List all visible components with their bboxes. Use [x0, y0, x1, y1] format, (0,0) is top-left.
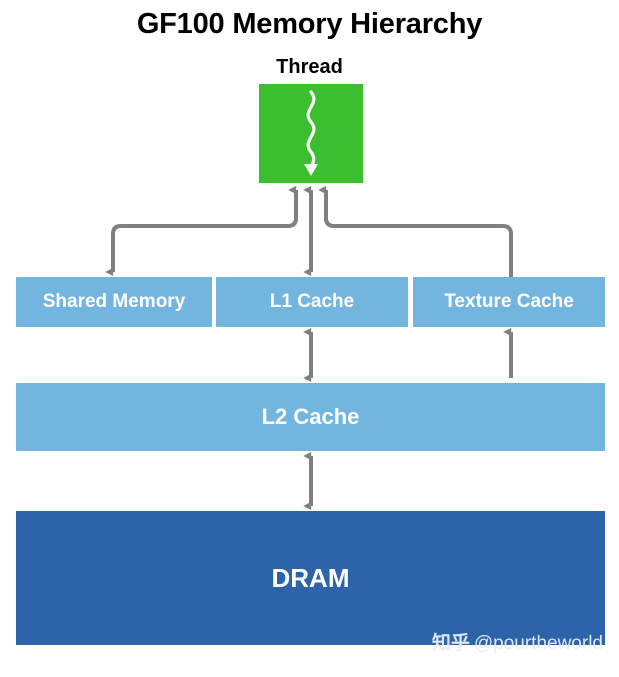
watermark-site: 知乎 — [431, 632, 470, 654]
squiggly-arrow-down-icon — [304, 90, 318, 176]
node-texture-cache-label: Texture Cache — [444, 291, 574, 312]
watermark: 知乎@pourtheworld — [432, 628, 603, 655]
edge-shared-to-thread — [105, 185, 298, 277]
node-l2-cache[interactable]: L2 Cache — [16, 383, 605, 451]
node-dram[interactable]: DRAM — [16, 511, 605, 645]
node-l1-cache-label: L1 Cache — [269, 291, 355, 312]
thread-caption: Thread — [276, 56, 343, 78]
node-dram-label: DRAM — [271, 562, 350, 593]
node-shared-memory[interactable]: Shared Memory — [16, 277, 212, 327]
node-l2-cache-label: L2 Cache — [261, 404, 360, 429]
node-thread[interactable] — [259, 84, 363, 183]
node-shared-memory-label: Shared Memory — [42, 291, 186, 312]
watermark-handle: @pourtheworld — [473, 633, 603, 654]
page-title: GF100 Memory Hierarchy — [136, 8, 483, 40]
edge-texture-to-thread — [318, 185, 513, 278]
node-texture-cache[interactable]: Texture Cache — [413, 277, 605, 327]
node-l1-cache[interactable]: L1 Cache — [216, 277, 408, 327]
